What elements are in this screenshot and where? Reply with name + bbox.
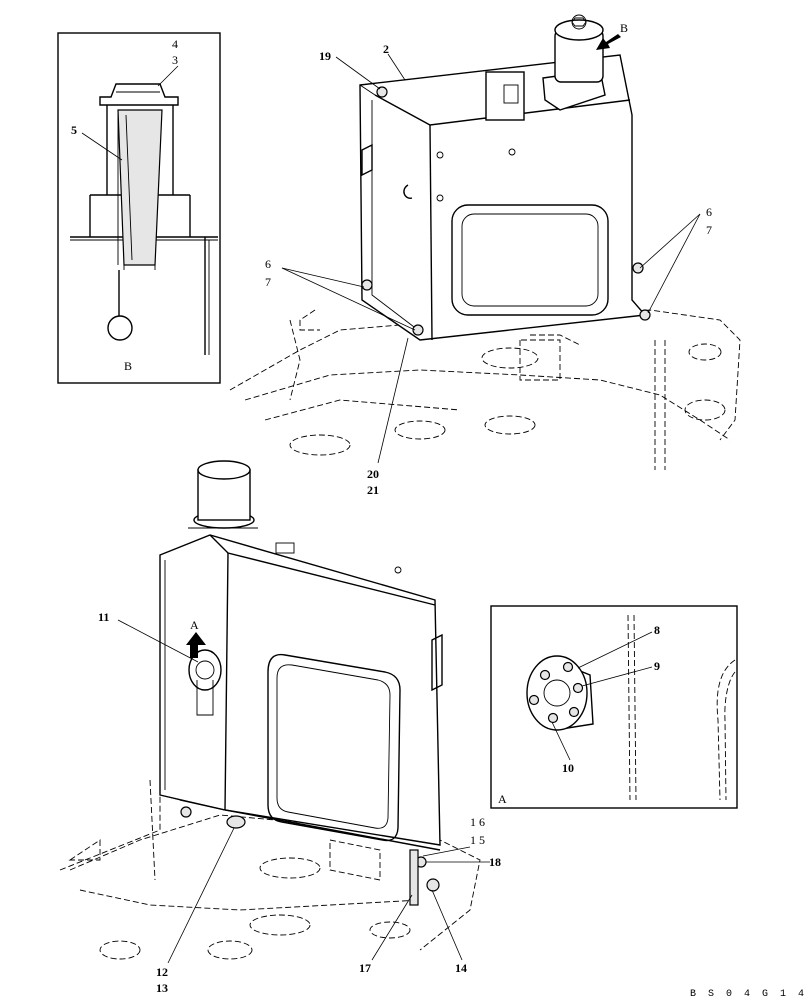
label-13: 13 <box>156 981 168 995</box>
view-b-marker: B <box>620 21 628 35</box>
detail-b-inset <box>57 32 221 384</box>
label-19: 19 <box>319 49 331 63</box>
label-14: 14 <box>455 961 467 975</box>
label-8: 8 <box>654 623 660 637</box>
label-6-right: 6 <box>706 205 712 219</box>
label-4: 4 <box>172 37 178 51</box>
callout-labels: 4 3 5 B 19 2 B 6 7 6 7 20 21 11 A 12 13 … <box>71 21 812 1000</box>
label-10: 10 <box>562 761 574 775</box>
label-16: 1 6 <box>470 815 485 829</box>
view-a-marker: A <box>190 618 199 632</box>
label-3: 3 <box>172 53 178 67</box>
view-b-inset-label: B <box>124 359 132 373</box>
label-9: 9 <box>654 659 660 673</box>
label-6-left: 6 <box>265 257 271 271</box>
label-15: 1 5 <box>470 833 485 847</box>
label-7-left: 7 <box>265 275 271 289</box>
label-5: 5 <box>71 123 77 137</box>
label-17: 17 <box>359 961 371 975</box>
label-21: 21 <box>367 483 379 497</box>
label-11: 11 <box>98 610 109 624</box>
label-18: 18 <box>489 855 501 869</box>
view-a-inset-label: A <box>498 792 507 806</box>
label-7-right: 7 <box>706 223 712 237</box>
label-12: 12 <box>156 965 168 979</box>
top-tank-assembly <box>229 14 741 470</box>
drawing-code: B S 0 4 G 1 4 1 <box>690 989 812 1000</box>
label-20: 20 <box>367 467 379 481</box>
label-2: 2 <box>383 42 389 56</box>
bottom-tank-assembly <box>59 460 490 964</box>
detail-a-inset <box>490 605 738 809</box>
